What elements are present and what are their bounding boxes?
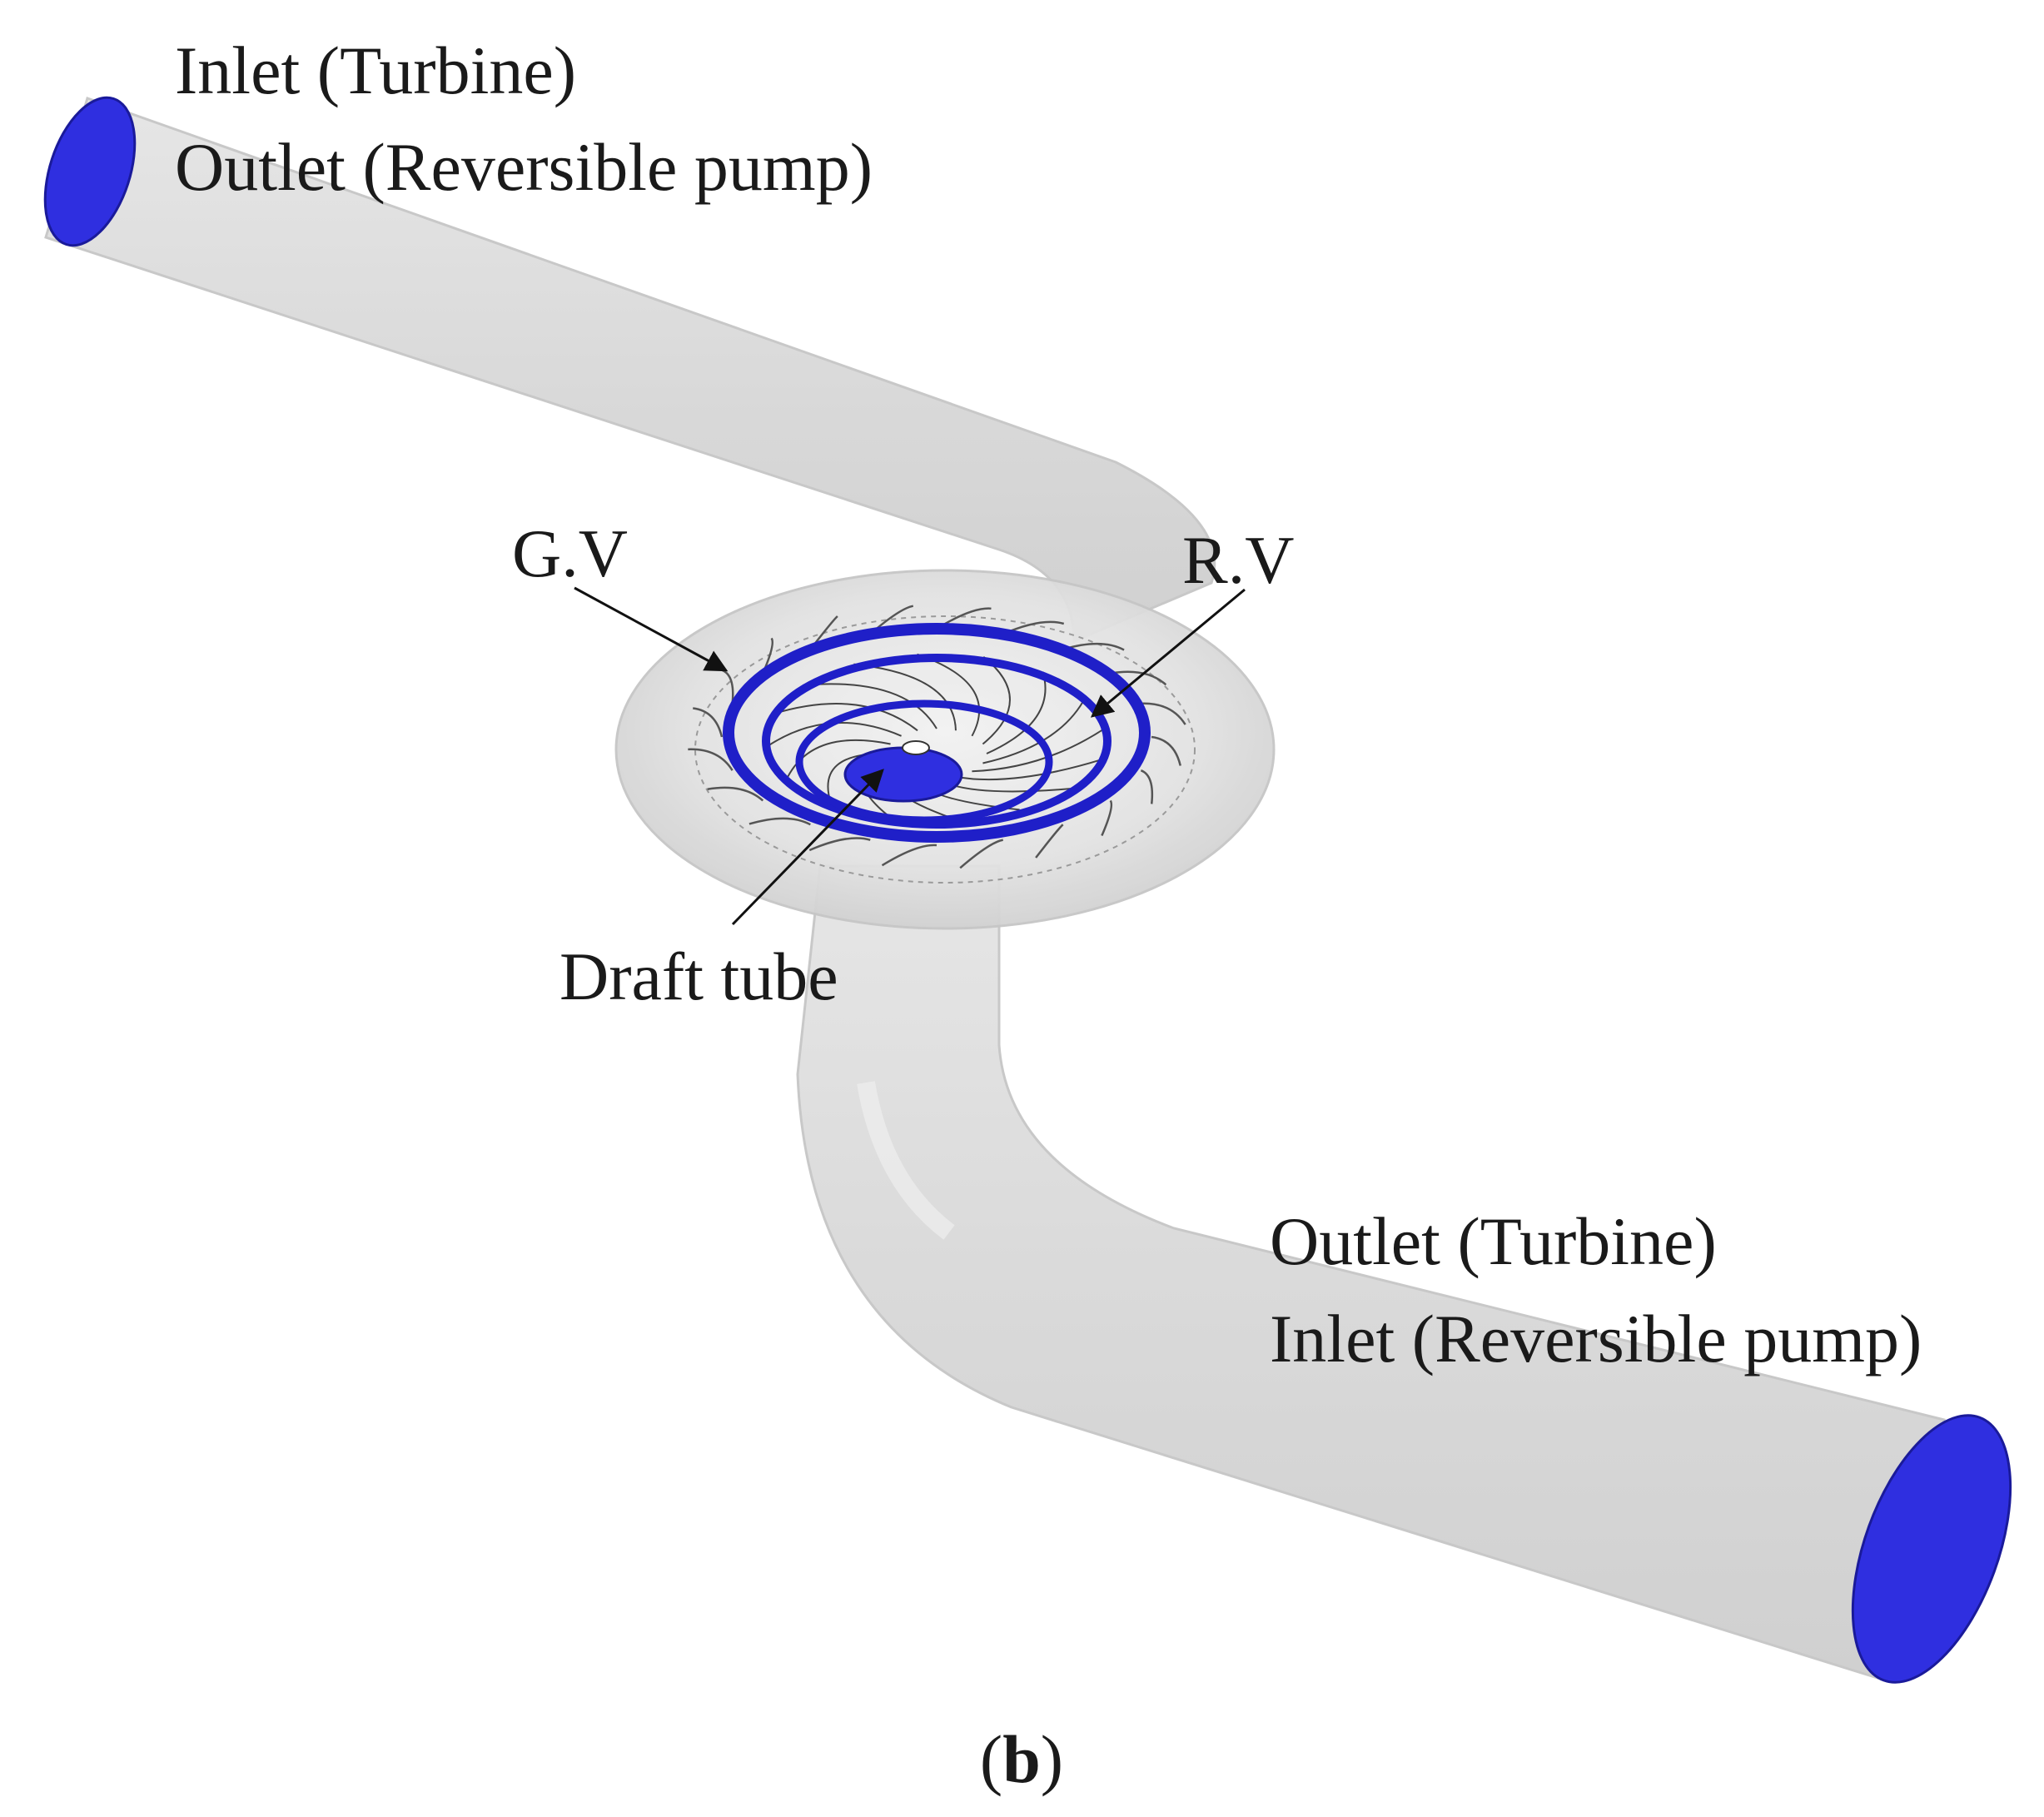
guide-vane-blade <box>1035 824 1064 859</box>
runner-vane-label: R.V <box>1182 522 1294 598</box>
lower-pipe <box>796 864 1946 1680</box>
runner-blade <box>972 726 1107 773</box>
guide-vane-blade <box>707 786 764 802</box>
upper-pipe <box>44 97 1216 644</box>
runner-blade <box>803 683 937 729</box>
guide-vane-blade <box>1141 702 1186 725</box>
runner-blade <box>955 759 1102 781</box>
caption-letter: b <box>1002 1721 1041 1797</box>
draft-tube-label: Draft tube <box>559 938 838 1014</box>
upper-port-label-line2: Outlet (Reversible pump) <box>175 129 873 205</box>
upper-port-face <box>43 96 137 247</box>
guide-vane-blade <box>693 707 724 738</box>
guide-vane-blade <box>1140 769 1154 804</box>
guide-vane-blade <box>748 817 811 826</box>
draft-tube-arrow <box>731 769 884 926</box>
runner-blade <box>986 671 1047 754</box>
guide-vane-blade <box>1101 799 1113 837</box>
lower-port-face <box>1851 1414 2012 1684</box>
figure-caption: (b) <box>980 1721 1063 1797</box>
runner-blade <box>772 703 918 732</box>
guide-vane-label: G.V <box>512 515 628 591</box>
lower-port-label-line2: Inlet (Reversible pump) <box>1270 1301 1922 1376</box>
caption-close: ) <box>1041 1721 1063 1797</box>
guide-vane-blade <box>1151 735 1181 766</box>
runner-blade <box>982 695 1087 764</box>
runner-rings <box>723 623 1151 843</box>
caption-open: ( <box>980 1721 1002 1797</box>
runner-blade <box>786 739 891 779</box>
lower-port-label-line1: Outlet (Turbine) <box>1270 1203 1717 1279</box>
upper-port-label-line1: Inlet (Turbine) <box>175 32 576 108</box>
guide-vane-arrow <box>574 586 729 672</box>
guide-vane-blade <box>808 837 871 852</box>
vane-wireframe <box>688 605 1186 869</box>
guide-vane-blade <box>688 748 734 771</box>
guide-vane-blade <box>881 844 937 867</box>
guide-vane-blade <box>959 839 1004 869</box>
runner-vane-arrow <box>1090 588 1246 718</box>
